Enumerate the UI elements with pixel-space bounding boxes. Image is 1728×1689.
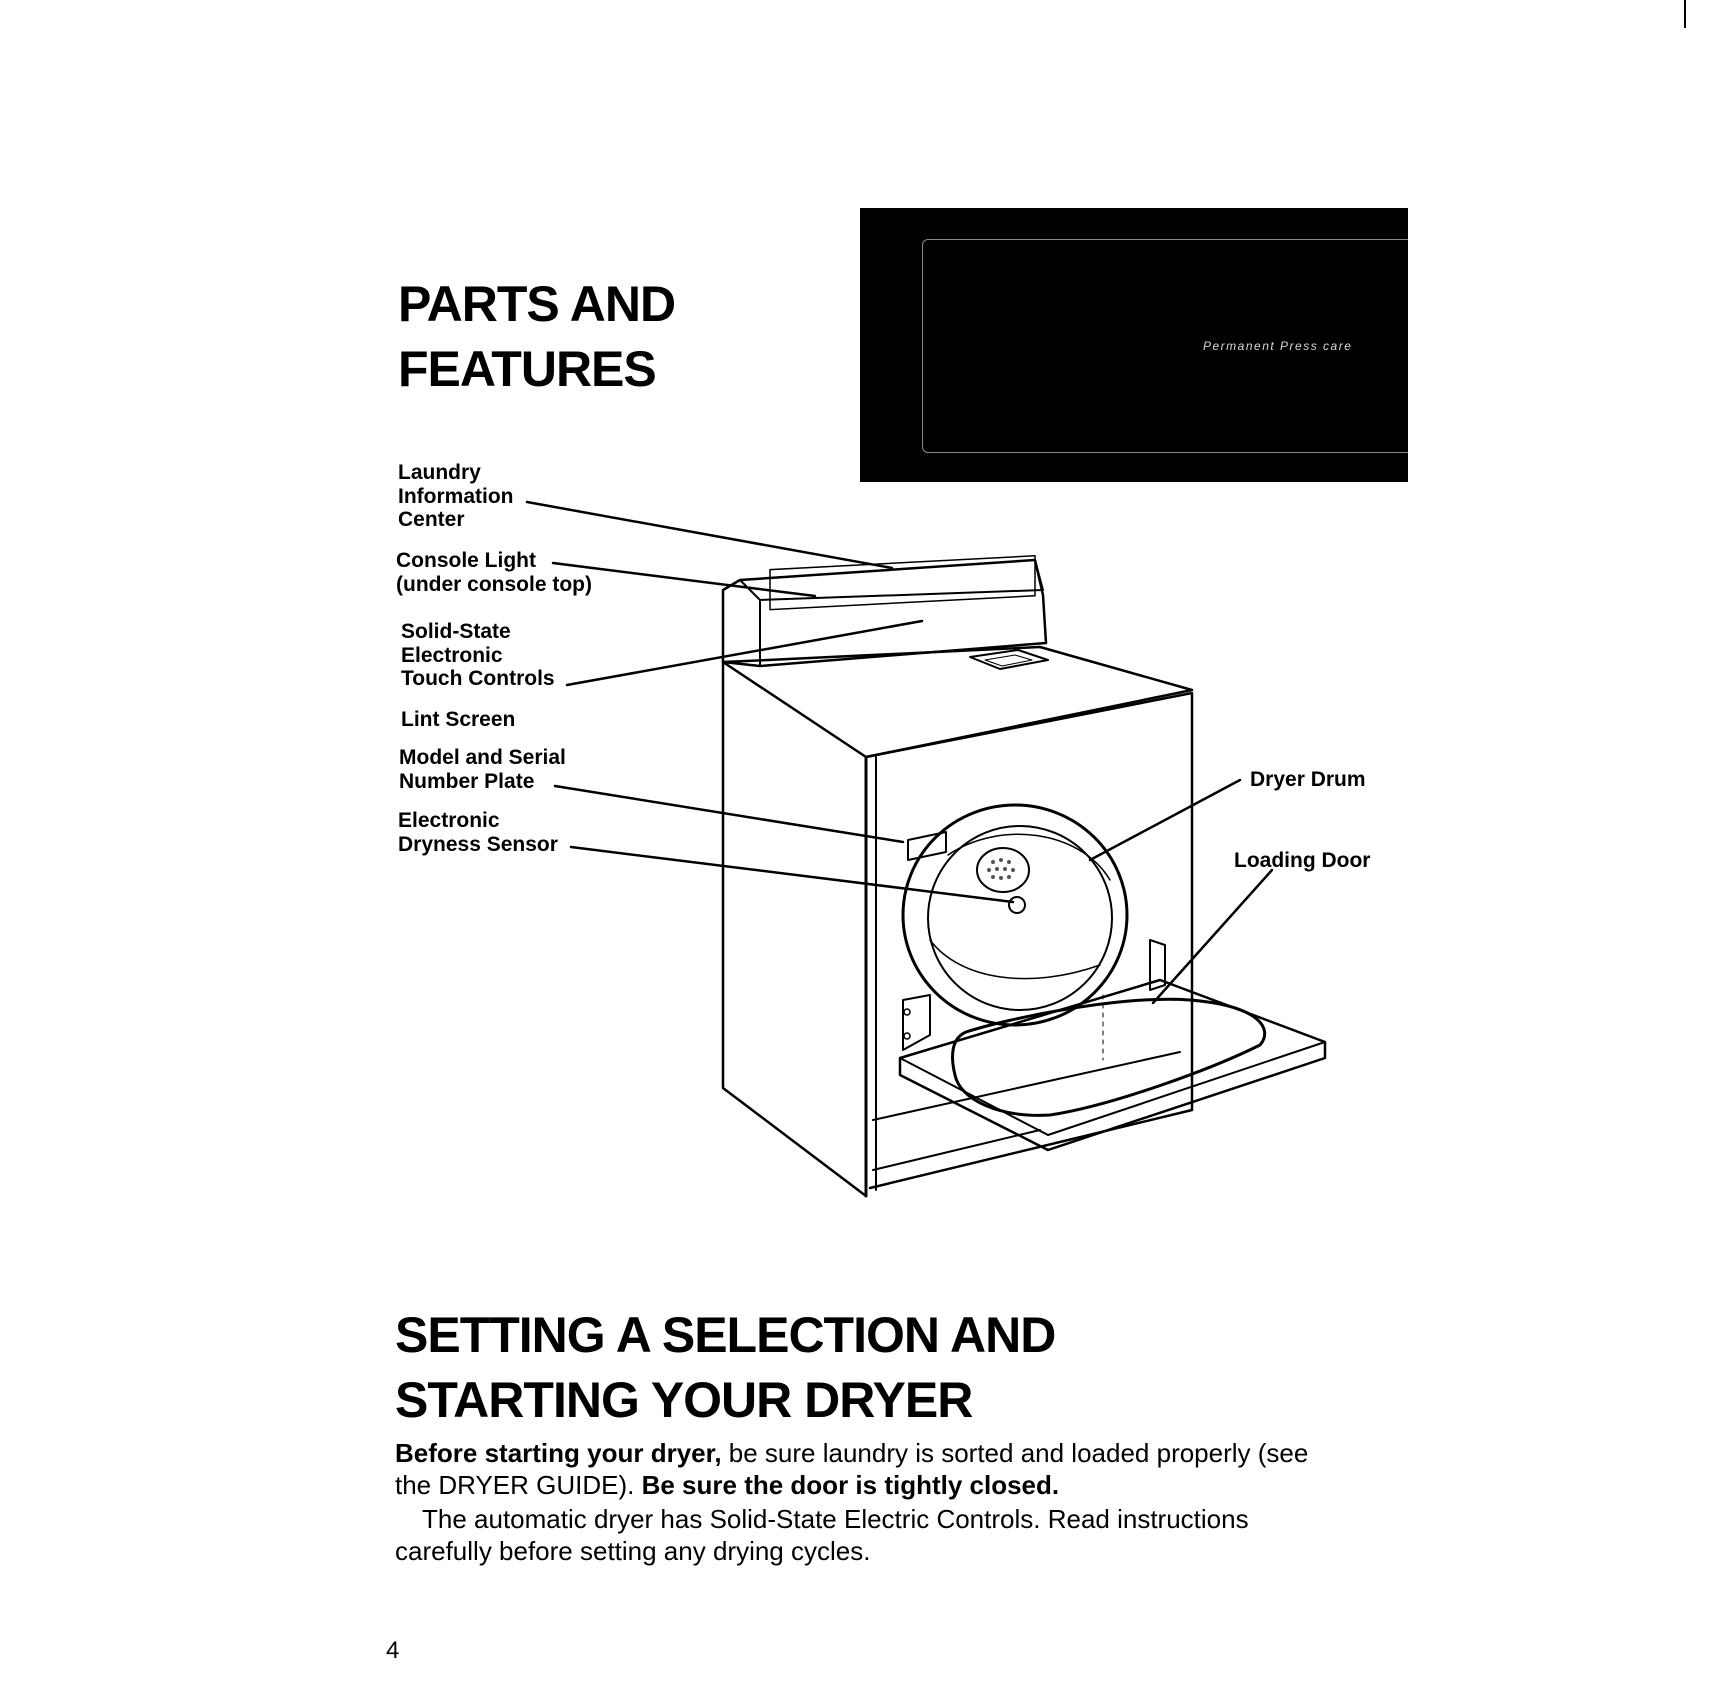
loading-door-edge bbox=[899, 1041, 1326, 1136]
page-number: 4 bbox=[386, 1637, 400, 1664]
setting-title-line2: STARTING YOUR DRYER bbox=[395, 1372, 973, 1428]
callout-lint-screen: Lint Screen bbox=[401, 708, 516, 731]
para1-bold-end: Be sure the door is tightly closed. bbox=[641, 1470, 1060, 1500]
leader-laundry-info bbox=[525, 500, 894, 570]
callout-dryer-drum: Dryer Drum bbox=[1250, 768, 1366, 791]
leader-loading-door bbox=[1151, 868, 1274, 1005]
callout-touch-controls: Solid-State Electronic Touch Controls bbox=[401, 620, 555, 690]
door-inner-panel bbox=[951, 997, 1267, 1117]
callout-dryness-sensor: Electronic Dryness Sensor bbox=[398, 809, 558, 856]
model-plate bbox=[907, 831, 947, 861]
lint-screen-lid bbox=[969, 649, 1049, 670]
left-hinge bbox=[902, 994, 931, 1051]
para1-bold-start: Before starting your dryer, bbox=[395, 1438, 722, 1468]
console-caption: Permanent Press care bbox=[1203, 339, 1353, 353]
console-right-edge bbox=[1034, 559, 1044, 591]
drum-baffle bbox=[947, 833, 1111, 881]
dryness-sensor bbox=[1008, 896, 1026, 914]
setting-paragraph-1: Before starting your dryer, be sure laun… bbox=[395, 1437, 1335, 1501]
cabinet-front bbox=[864, 691, 1194, 1190]
base-line bbox=[872, 1129, 1041, 1171]
page-edge-mark bbox=[1684, 0, 1686, 28]
lint-screen-handle bbox=[984, 654, 1033, 667]
callout-laundry-info: Laundry Information Center bbox=[398, 461, 514, 531]
callout-leaders bbox=[525, 500, 1274, 1005]
para1-text: be sure laundry is sorted and loaded pro… bbox=[395, 1438, 1309, 1500]
parts-features-title: PARTS AND FEATURES bbox=[398, 272, 676, 402]
setting-title-line1: SETTING A SELECTION AND bbox=[395, 1307, 1056, 1363]
callout-model-plate: Model and Serial Number Plate bbox=[399, 746, 566, 793]
leader-console-light bbox=[551, 561, 817, 598]
vent-holes bbox=[987, 858, 1015, 880]
right-hinge bbox=[1149, 939, 1166, 991]
dryer-drum-rim bbox=[927, 825, 1113, 1011]
leader-touch-controls bbox=[565, 619, 924, 687]
leader-dryer-drum bbox=[1088, 778, 1242, 862]
drum-vent bbox=[976, 847, 1030, 893]
loading-door bbox=[898, 978, 1327, 1152]
parts-title-line2: FEATURES bbox=[398, 341, 657, 397]
leader-model-plate bbox=[553, 784, 905, 844]
leader-dryness-sensor bbox=[569, 845, 1015, 904]
parts-title-line1: PARTS AND bbox=[398, 276, 676, 332]
drum-floor-curve bbox=[929, 939, 1101, 980]
door-opening bbox=[901, 803, 1129, 1027]
cabinet-side bbox=[721, 660, 868, 1198]
callout-console-light: Console Light (under console top) bbox=[396, 549, 592, 596]
console-display-frame bbox=[922, 239, 1408, 453]
setting-paragraph-2: The automatic dryer has Solid-State Elec… bbox=[395, 1504, 1249, 1566]
console-panel-closeup: Permanent Press care bbox=[860, 208, 1408, 482]
toe-kick-line bbox=[872, 1051, 1181, 1121]
callout-loading-door: Loading Door bbox=[1234, 849, 1371, 872]
setting-section-title: SETTING A SELECTION AND STARTING YOUR DR… bbox=[395, 1303, 1056, 1433]
console-unit bbox=[721, 558, 1048, 668]
